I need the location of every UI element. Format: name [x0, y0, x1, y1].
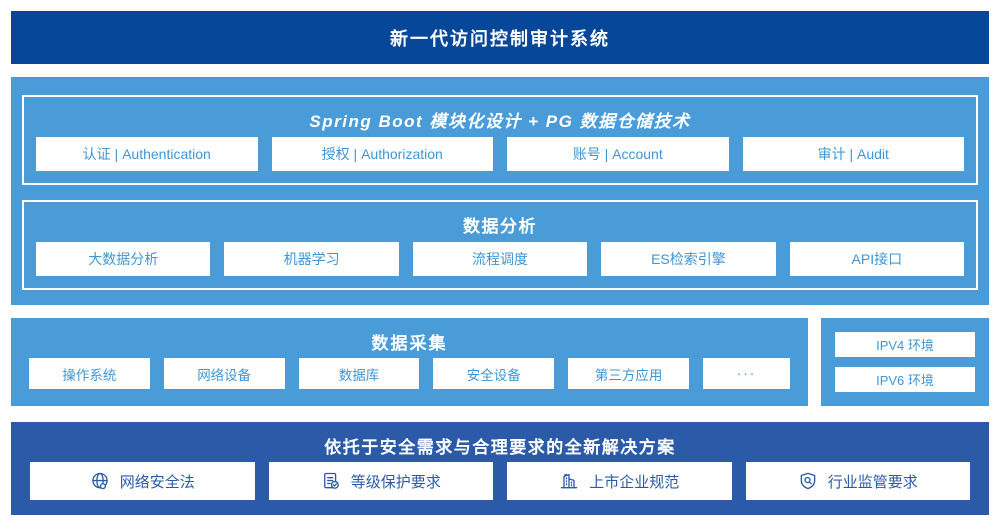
- source-more-ellipsis: ···: [702, 358, 790, 389]
- solution-title: 依托于安全需求与合理要求的全新解决方案: [324, 438, 676, 457]
- source-database: 数据库: [298, 358, 420, 389]
- solution-label: 上市企业规范: [589, 473, 680, 491]
- analysis-frame: 数据分析 大数据分析 机器学习 流程调度 ES检索引擎 API接口: [22, 200, 978, 290]
- analysis-module-row: 大数据分析 机器学习 流程调度 ES检索引擎 API接口: [36, 242, 965, 276]
- platform-frame: Spring Boot 模块化设计 + PG 数据仓储技术 认证 | Authe…: [22, 95, 978, 185]
- platform-module-row: 认证 | Authentication 授权 | Authorization 账…: [36, 137, 964, 171]
- solution-classified-protection: 等级保护要求: [268, 462, 493, 500]
- source-operating-system: 操作系统: [29, 358, 150, 389]
- data-collection-row: 操作系统 网络设备 数据库 安全设备 第三方应用 ···: [29, 358, 790, 389]
- source-third-party-app: 第三方应用: [568, 358, 689, 389]
- module-authentication: 认证 | Authentication: [36, 137, 258, 171]
- data-collection-section: 数据采集 操作系统 网络设备 数据库 安全设备 第三方应用 ···: [11, 318, 808, 406]
- document-check-icon: [321, 471, 341, 491]
- module-es-search-engine: ES检索引擎: [601, 242, 776, 276]
- solution-label: 等级保护要求: [350, 473, 441, 491]
- module-machine-learning: 机器学习: [224, 242, 399, 276]
- page-title: 新一代访问控制审计系统: [11, 11, 989, 64]
- solution-section: 依托于安全需求与合理要求的全新解决方案 网络安全法: [11, 422, 989, 515]
- globe-icon: [90, 471, 110, 491]
- module-api-interface: API接口: [789, 242, 965, 276]
- shield-search-icon: [798, 471, 818, 491]
- solution-label: 行业监管要求: [827, 473, 918, 491]
- data-collection-title: 数据采集: [371, 333, 448, 353]
- platform-title: Spring Boot 模块化设计 + PG 数据仓储技术: [309, 111, 691, 131]
- source-security-device: 安全设备: [433, 358, 555, 389]
- module-bigdata-analysis: 大数据分析: [36, 242, 211, 276]
- analysis-title: 数据分析: [463, 216, 537, 236]
- module-audit: 审计 | Audit: [742, 137, 964, 171]
- module-account: 账号 | Account: [507, 137, 729, 171]
- solution-network-security-law: 网络安全法: [30, 462, 255, 500]
- env-ipv4: IPV4 环境: [835, 332, 975, 357]
- building-icon: [559, 471, 579, 491]
- source-network-device: 网络设备: [163, 358, 285, 389]
- solution-listed-company-standard: 上市企业规范: [507, 462, 732, 500]
- module-authorization: 授权 | Authorization: [271, 137, 493, 171]
- solution-industry-regulation: 行业监管要求: [745, 462, 970, 500]
- env-ipv6: IPV6 环境: [835, 367, 975, 392]
- module-workflow-scheduling: 流程调度: [412, 242, 588, 276]
- solution-label: 网络安全法: [119, 473, 195, 491]
- architecture-section: Spring Boot 模块化设计 + PG 数据仓储技术 认证 | Authe…: [11, 77, 989, 305]
- environment-section: IPV4 环境 IPV6 环境: [821, 318, 989, 406]
- solution-row: 网络安全法 等级保护要求: [30, 462, 970, 500]
